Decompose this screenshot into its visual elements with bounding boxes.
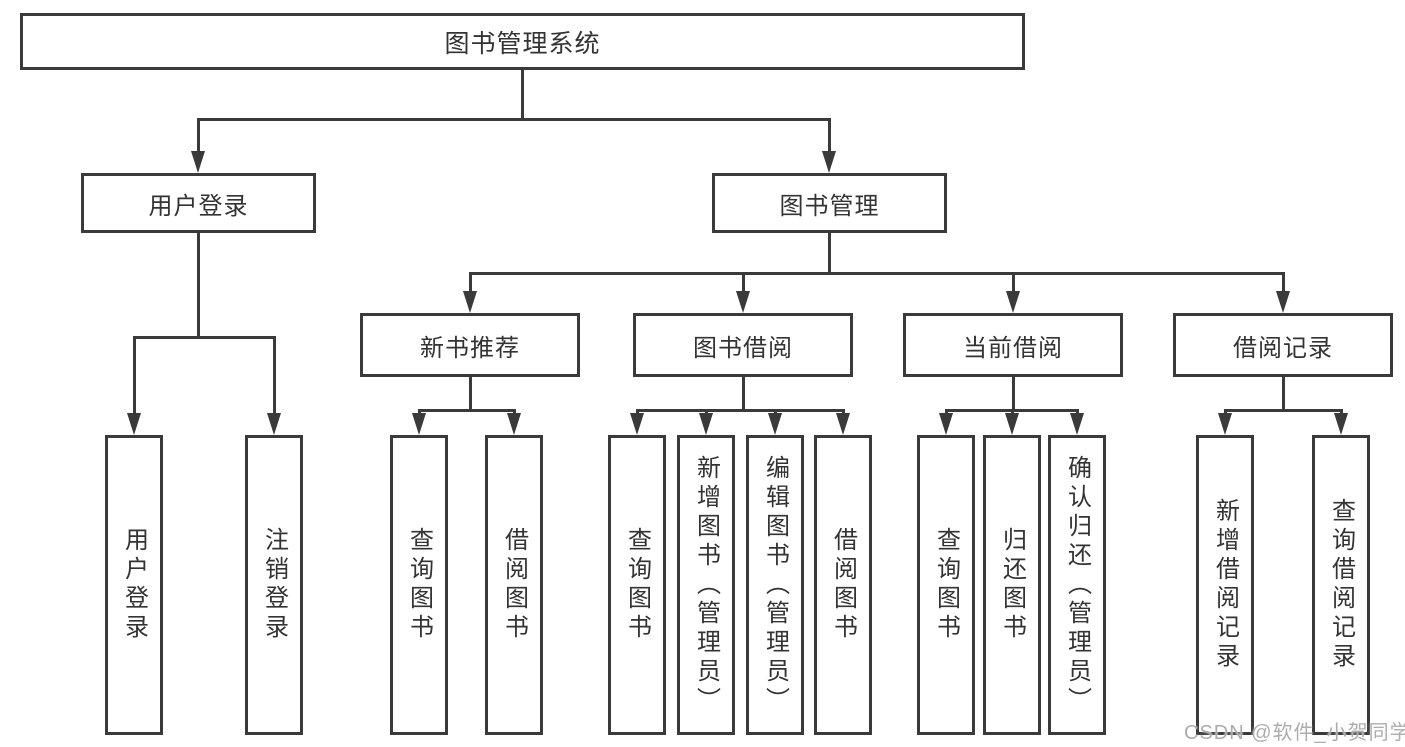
arrow-down-icon <box>267 413 281 435</box>
node-label: 归还图书 <box>998 527 1026 643</box>
connector-vline <box>469 375 472 412</box>
node-label: 用户登录 <box>148 192 249 220</box>
arrow-down-icon <box>507 413 521 435</box>
leaf-logout: 注销登录 <box>245 435 303 735</box>
arrow-down-icon <box>699 413 713 435</box>
leaf-query-books-1: 查询图书 <box>390 435 448 735</box>
connector-vline <box>1282 272 1285 300</box>
leaf-borrow-books-1: 借阅图书 <box>485 435 543 735</box>
leaf-borrow-books-2: 借阅图书 <box>814 435 872 735</box>
arrow-down-icon <box>1006 291 1020 313</box>
leaf-query-books-2: 查询图书 <box>608 435 666 735</box>
node-borrowing-records: 借阅记录 <box>1173 313 1393 377</box>
node-label: 查询图书 <box>405 527 433 643</box>
node-label: 图书管理 <box>779 192 880 220</box>
node-label: 借阅图书 <box>500 527 528 643</box>
connector-hline <box>418 409 516 412</box>
arrow-down-icon <box>939 413 953 435</box>
connector-vline <box>742 375 745 412</box>
leaf-edit-book-admin: 编辑图书（管理员） <box>746 435 804 735</box>
node-label: 确认归还（管理员） <box>1063 454 1091 716</box>
connector-hline <box>469 272 1285 275</box>
node-book-borrowing: 图书借阅 <box>633 313 853 377</box>
arrow-down-icon <box>1005 413 1019 435</box>
connector-hline <box>945 409 1079 412</box>
node-label: 借阅图书 <box>829 527 857 643</box>
node-label: 查询借阅记录 <box>1327 498 1355 672</box>
connector-vline <box>1282 375 1285 412</box>
arrow-down-icon <box>822 151 836 173</box>
node-label: 查询图书 <box>623 527 651 643</box>
node-label: 编辑图书（管理员） <box>761 454 789 716</box>
connector-hline <box>1224 409 1343 412</box>
arrow-down-icon <box>736 291 750 313</box>
leaf-query-books-3: 查询图书 <box>917 435 975 735</box>
connector-vline <box>742 272 745 300</box>
node-label: 图书借阅 <box>693 334 793 362</box>
leaf-query-borrow-record: 查询借阅记录 <box>1312 435 1370 735</box>
connector-vline <box>273 336 276 421</box>
node-label: 图书管理系统 <box>444 29 601 58</box>
connector-vline <box>1012 272 1015 300</box>
arrow-down-icon <box>412 413 426 435</box>
arrow-down-icon <box>768 413 782 435</box>
connector-vline <box>197 118 200 163</box>
leaf-user-login: 用户登录 <box>105 435 163 735</box>
connector-vline <box>828 118 831 163</box>
node-label: 当前借阅 <box>963 334 1063 362</box>
arrow-down-icon <box>836 413 850 435</box>
connector-hline <box>636 409 845 412</box>
connector-vline <box>1012 375 1015 412</box>
node-book-management: 图书管理 <box>712 173 947 233</box>
node-label: 查询图书 <box>932 527 960 643</box>
connector-vline <box>828 231 831 275</box>
node-label: 用户登录 <box>120 527 148 643</box>
csdn-watermark: CSDN @软件_小贺同学 <box>1184 722 1405 744</box>
connector-hline <box>133 336 276 339</box>
arrow-down-icon <box>1218 413 1232 435</box>
node-label: 新增借阅记录 <box>1211 498 1239 672</box>
node-user-login-group: 用户登录 <box>81 173 316 233</box>
node-label: 新增图书（管理员） <box>692 454 720 716</box>
node-library-management-system: 图书管理系统 <box>20 13 1025 70</box>
arrow-down-icon <box>630 413 644 435</box>
node-new-book-recommendation: 新书推荐 <box>360 313 580 377</box>
connector-vline <box>133 336 136 421</box>
leaf-add-book-admin: 新增图书（管理员） <box>677 435 735 735</box>
arrow-down-icon <box>1334 413 1348 435</box>
node-current-borrowing: 当前借阅 <box>903 313 1123 377</box>
leaf-confirm-return-admin: 确认归还（管理员） <box>1048 435 1106 735</box>
node-label: 新书推荐 <box>420 334 520 362</box>
arrow-down-icon <box>463 291 477 313</box>
arrow-down-icon <box>1070 413 1084 435</box>
connector-vline <box>469 272 472 300</box>
connector-hline <box>197 118 831 121</box>
node-label: 借阅记录 <box>1233 334 1333 362</box>
connector-vline <box>521 68 524 120</box>
node-label: 注销登录 <box>260 527 288 643</box>
leaf-return-book: 归还图书 <box>983 435 1041 735</box>
arrow-down-icon <box>1276 291 1290 313</box>
connector-vline <box>197 231 200 338</box>
leaf-add-borrow-record: 新增借阅记录 <box>1196 435 1254 735</box>
arrow-down-icon <box>127 413 141 435</box>
arrow-down-icon <box>191 151 205 173</box>
